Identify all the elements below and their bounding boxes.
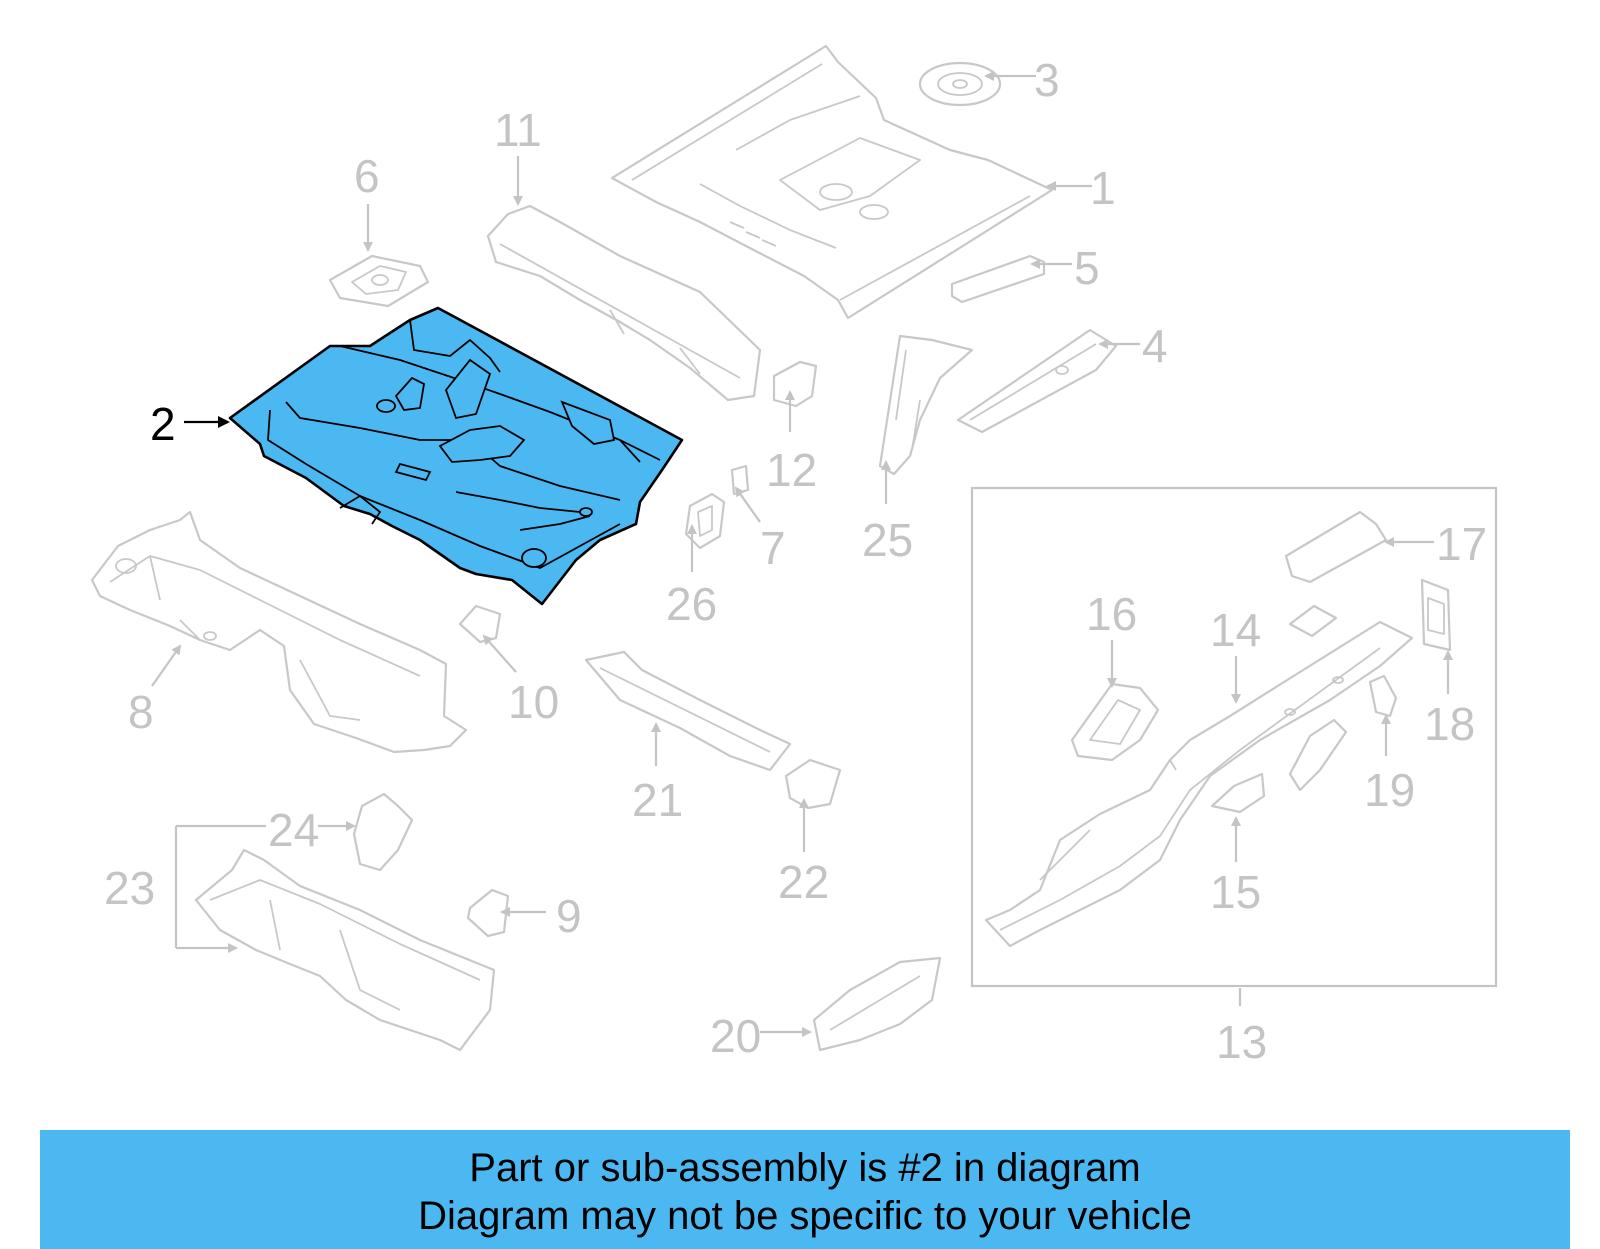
callout-7: 7 <box>760 522 786 574</box>
callout-3: 3 <box>1034 54 1060 106</box>
small-plate <box>1288 604 1338 638</box>
part-5-bracket <box>950 254 1046 304</box>
banner-line-disclaimer: Diagram may not be specific to your vehi… <box>418 1194 1192 1238</box>
part-21-crossmember <box>584 650 792 772</box>
part-19-clip <box>1368 674 1398 718</box>
callout-10: 10 <box>508 676 559 728</box>
part-23-crossmember <box>194 848 496 1052</box>
callout-20: 20 <box>710 1010 761 1062</box>
callout-19: 19 <box>1364 764 1415 816</box>
part-4-crossmember <box>956 328 1118 434</box>
part-18-plate <box>1420 578 1452 652</box>
part-2-floor-pan-highlighted <box>228 306 684 606</box>
part-25-pillar <box>878 334 974 476</box>
part-8-front-crossmember <box>90 510 468 754</box>
part-14-side-rail <box>984 620 1414 948</box>
callout-2: 2 <box>150 398 176 450</box>
part-3-plug <box>918 61 1002 107</box>
part-16-bracket <box>1070 682 1160 762</box>
callout-8: 8 <box>128 686 154 738</box>
callout-labels: 1 2 3 4 5 6 7 8 9 10 11 12 13 14 15 16 1… <box>104 54 1487 1068</box>
part-26-bracket <box>684 492 726 550</box>
callout-6: 6 <box>354 150 380 202</box>
part-17-bracket <box>1284 510 1388 584</box>
callout-16: 16 <box>1086 588 1137 640</box>
part-24-bracket <box>352 792 414 872</box>
callout-1: 1 <box>1090 162 1116 214</box>
callout-14: 14 <box>1210 604 1261 656</box>
callout-11: 11 <box>494 104 542 156</box>
callout-24: 24 <box>268 804 319 856</box>
part-12-bracket <box>772 360 818 408</box>
callout-23: 23 <box>104 862 155 914</box>
callout-4: 4 <box>1142 320 1168 372</box>
part-1-rear-floor <box>610 44 1054 320</box>
part-20-gusset <box>812 956 942 1052</box>
part-6-mount <box>328 254 430 308</box>
callout-12: 12 <box>766 444 817 496</box>
callout-18: 18 <box>1424 698 1475 750</box>
banner-line-part-number: Part or sub-assembly is #2 in diagram <box>469 1146 1141 1190</box>
part-15-bracket <box>1210 772 1266 814</box>
part-22-bracket <box>784 758 842 810</box>
callout-13: 13 <box>1216 1016 1267 1068</box>
callout-26: 26 <box>666 578 717 630</box>
group-13-box <box>970 486 1498 988</box>
callout-22: 22 <box>778 856 829 908</box>
part-11-rail <box>486 204 762 402</box>
part-7-clip <box>730 464 750 496</box>
callout-17: 17 <box>1436 518 1487 570</box>
leader-lines <box>151 71 1453 1037</box>
part-9-clip <box>466 888 510 938</box>
callout-15: 15 <box>1210 866 1261 918</box>
part-10-bracket <box>458 604 502 644</box>
callout-9: 9 <box>556 890 582 942</box>
info-banner: Part or sub-assembly is #2 in diagram Di… <box>40 1130 1570 1249</box>
callout-5: 5 <box>1074 242 1100 294</box>
small-bracket <box>1288 718 1348 792</box>
callout-25: 25 <box>862 514 913 566</box>
callout-21: 21 <box>632 774 683 826</box>
